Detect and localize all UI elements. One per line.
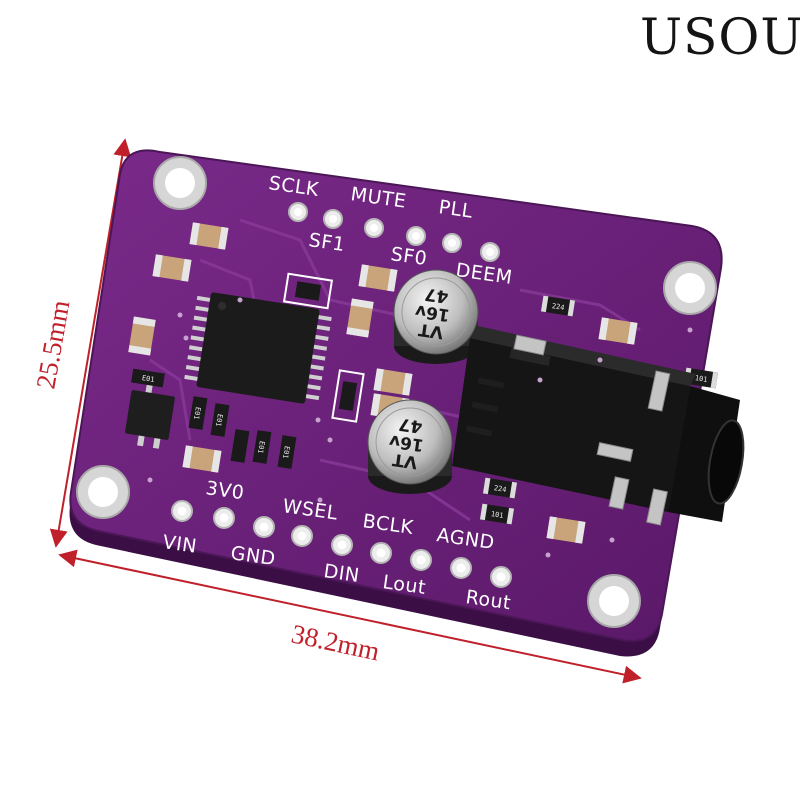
bottom-header-pins [171,500,512,588]
headphone-jack [452,326,745,526]
width-label: 38.2mm [289,619,383,667]
label-pll: PLL [437,196,474,223]
label-sf1: SF1 [307,229,346,256]
brand-watermark: USOU [640,8,800,66]
smd-marking: E01 [281,445,291,459]
electrolytic-capacitor: VT 16v 47 [393,269,479,364]
smd-marking: 224 [551,302,565,312]
mounting-hole [153,156,207,210]
smd-marking: 101 [694,374,708,384]
height-arrow [49,138,132,548]
smd-marking: E01 [214,413,224,427]
mounting-holes [76,156,717,628]
mounting-hole [76,465,130,519]
cap-series-label: VT [417,319,445,342]
electrolytic-capacitor: VT 16v 47 [367,399,453,494]
cap-voltage-label: 16v [388,430,425,455]
width-arrow [58,549,642,684]
bottom-header: 3V0 WSEL BCLK AGND VIN GND DIN Lout Rout [161,477,512,614]
label-3v0: 3V0 [204,477,245,504]
label-sf0: SF0 [389,243,428,270]
smd-marking: E01 [256,440,266,454]
smd-resistors: 224 101 224 101 [131,272,719,525]
dac-chip [184,292,332,404]
cap-voltage-label: 16v [414,300,451,325]
cap-value-label: 47 [423,283,449,306]
mounting-hole [663,261,717,315]
mounting-hole [587,574,641,628]
top-header-pins [288,202,500,262]
vias [147,297,693,558]
smd-marking: 224 [493,484,507,494]
height-label: 25.5mm [30,298,75,391]
cap-value-label: 47 [397,413,423,436]
pcb-board: SCLK MUTE PLL SF1 SF0 DEEM [69,149,745,657]
label-din: DIN [322,560,361,587]
label-vin: VIN [161,531,198,558]
smd-marking: E01 [192,406,202,420]
voltage-regulator [125,382,175,449]
smd-marking: E01 [141,374,155,384]
cap-series-label: VT [391,449,419,472]
smd-marking: 101 [490,510,504,520]
